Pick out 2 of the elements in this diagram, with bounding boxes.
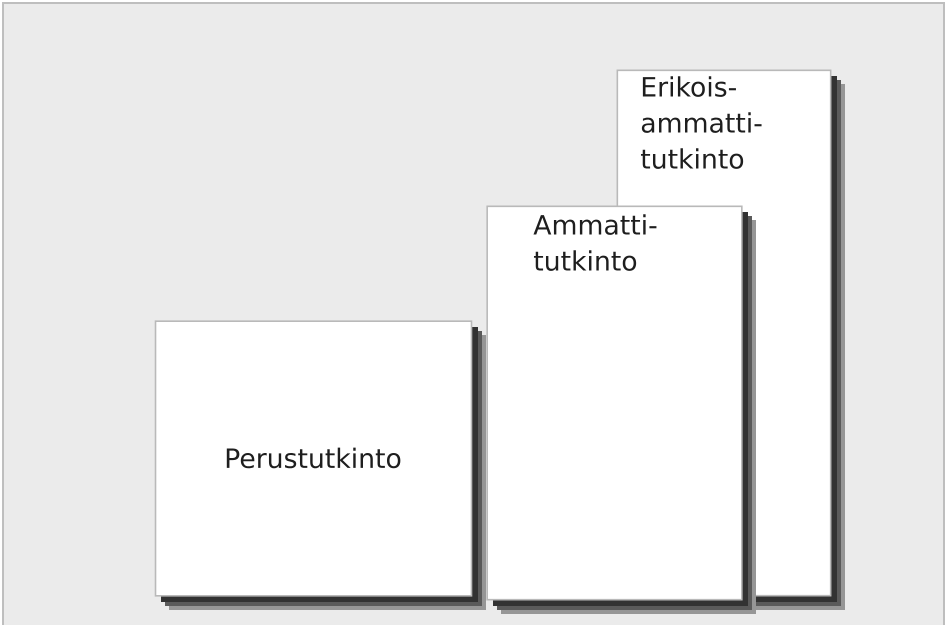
stacked-card: Ammatti- tutkinto xyxy=(486,206,756,614)
stacked-card: Perustutkinto xyxy=(154,320,486,610)
